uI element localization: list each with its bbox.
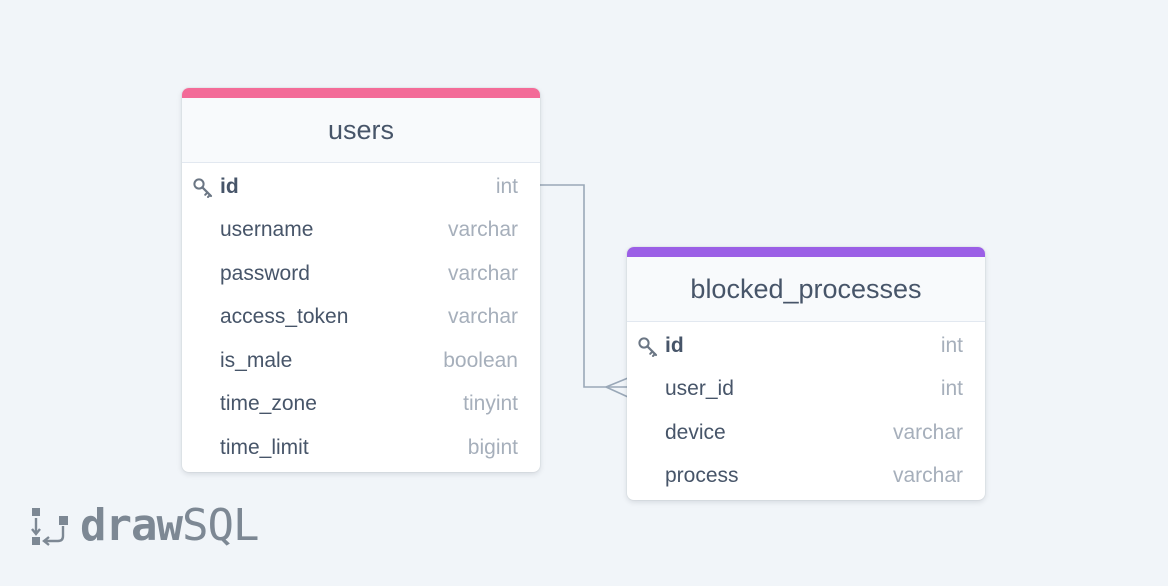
column-row-is-male[interactable]: is_male boolean	[182, 339, 540, 383]
column-type: varchar	[447, 261, 518, 285]
column-name: id	[665, 333, 684, 357]
drawsql-logo-icon	[31, 507, 68, 546]
table-blocked-processes[interactable]: blocked_processes id int user_id int dev…	[627, 247, 985, 500]
column-type: boolean	[443, 348, 518, 372]
table-columns: id int username varchar password varchar…	[182, 163, 540, 472]
column-row-access-token[interactable]: access_token varchar	[182, 296, 540, 340]
column-name: process	[665, 464, 739, 488]
column-type: varchar	[892, 464, 963, 488]
column-type: tinyint	[463, 392, 518, 416]
column-type: varchar	[447, 218, 518, 242]
table-accent-bar	[182, 88, 540, 98]
column-type: int	[495, 174, 518, 198]
table-title[interactable]: blocked_processes	[627, 257, 985, 322]
logo-text-sql: SQL	[181, 500, 259, 551]
column-row-device[interactable]: device varchar	[627, 411, 985, 455]
primary-key-icon	[193, 178, 213, 198]
column-row-username[interactable]: username varchar	[182, 209, 540, 253]
column-name: user_id	[665, 377, 734, 401]
table-columns: id int user_id int device varchar proces…	[627, 322, 985, 500]
column-name: username	[220, 218, 314, 242]
table-accent-bar	[627, 247, 985, 257]
column-type: int	[940, 333, 963, 357]
logo-text: drawSQL	[80, 500, 259, 551]
table-title[interactable]: users	[182, 98, 540, 163]
column-type: int	[940, 377, 963, 401]
primary-key-icon	[638, 337, 658, 357]
column-name: time_zone	[220, 392, 317, 416]
column-row-password[interactable]: password varchar	[182, 252, 540, 296]
column-name: time_limit	[220, 435, 309, 459]
table-users[interactable]: users id int username varchar password v…	[182, 88, 540, 472]
column-name: is_male	[220, 348, 293, 372]
column-name: id	[220, 174, 239, 198]
column-name: access_token	[220, 305, 349, 329]
column-name: device	[665, 420, 726, 444]
column-row-id[interactable]: id int	[627, 324, 985, 368]
column-type: varchar	[892, 420, 963, 444]
column-type: varchar	[447, 305, 518, 329]
column-row-time-limit[interactable]: time_limit bigint	[182, 426, 540, 470]
column-row-process[interactable]: process varchar	[627, 455, 985, 499]
column-row-user-id[interactable]: user_id int	[627, 368, 985, 412]
drawsql-logo[interactable]: drawSQL	[30, 500, 259, 551]
column-name: password	[220, 261, 310, 285]
column-type: bigint	[467, 435, 518, 459]
column-row-id[interactable]: id int	[182, 165, 540, 209]
column-row-time-zone[interactable]: time_zone tinyint	[182, 383, 540, 427]
crows-foot-icon	[605, 377, 629, 398]
logo-text-draw: draw	[80, 500, 183, 551]
